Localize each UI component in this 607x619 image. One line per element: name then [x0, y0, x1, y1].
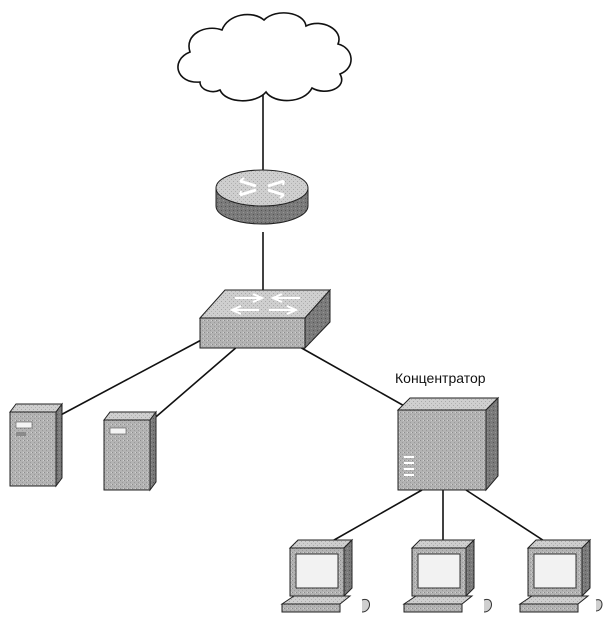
link-switch-server-2	[149, 345, 239, 423]
connection-lines	[54, 92, 556, 549]
cloud-icon	[177, 12, 352, 102]
server-icon	[103, 410, 157, 492]
workstation-icon	[280, 538, 370, 613]
router-icon	[215, 169, 309, 225]
workstation-icon	[402, 538, 492, 613]
workstation-icon	[518, 538, 603, 613]
hub-label: Концентратор	[395, 370, 486, 386]
link-hub-workstation-3	[465, 489, 556, 549]
link-switch-hub	[297, 345, 416, 413]
hub-icon	[396, 396, 500, 492]
switch-icon	[198, 288, 332, 350]
server-icon	[9, 402, 63, 488]
link-hub-workstation-1	[319, 489, 423, 549]
link-switch-server-1	[54, 337, 206, 419]
